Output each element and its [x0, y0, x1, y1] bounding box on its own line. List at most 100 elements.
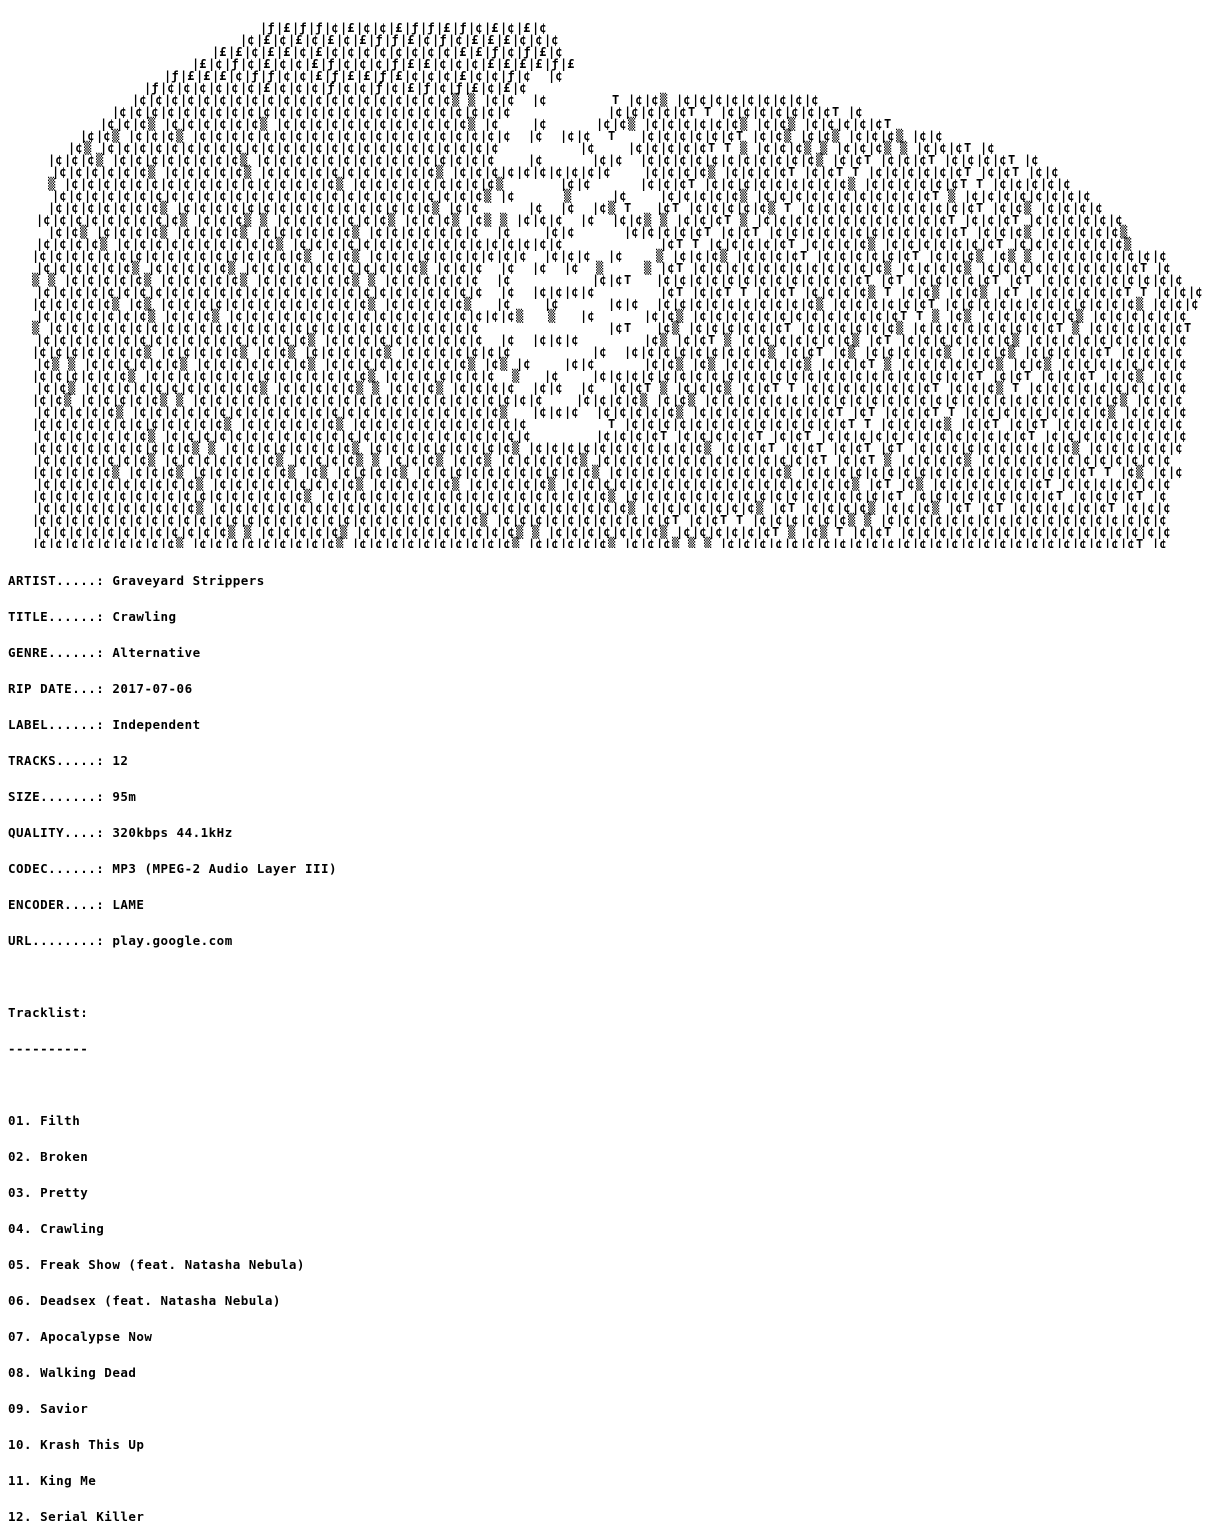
- ascii-glyph: |¢: [916, 525, 930, 539]
- ascii-glyph: |¢: [1028, 309, 1042, 323]
- ascii-glyph: |¢: [772, 477, 786, 491]
- ascii-glyph: |¢: [752, 105, 766, 119]
- ascii-glyph: ▒: [708, 164, 716, 179]
- ascii-glyph: |¢: [992, 537, 1006, 548]
- ascii-glyph: |¢: [768, 105, 782, 119]
- ascii-glyph: |¢: [484, 357, 498, 371]
- ascii-glyph: |¢: [368, 513, 382, 527]
- ascii-glyph: |¢: [916, 501, 930, 515]
- ascii-glyph: |¢: [308, 405, 322, 419]
- ascii-glyph: |¢: [948, 357, 962, 371]
- ascii-glyph: |¢: [304, 201, 318, 215]
- ascii-glyph: T: [740, 285, 747, 299]
- ascii-glyph: |¢: [864, 537, 878, 548]
- ascii-glyph: |¢: [452, 453, 466, 467]
- ascii-glyph: |¢: [436, 189, 450, 203]
- ascii-glyph: |¢: [368, 225, 382, 239]
- ascii-glyph: |¢: [388, 237, 402, 251]
- ascii-glyph: |¢: [432, 489, 446, 503]
- info-tracks-label: TRACKS.....:: [8, 753, 105, 768]
- ascii-glyph: |¢: [816, 105, 830, 119]
- ascii-glyph: |¢: [1056, 393, 1070, 407]
- ascii-glyph: |¢: [660, 237, 674, 251]
- ascii-glyph: |¢: [304, 33, 318, 47]
- ascii-glyph: |¢: [224, 321, 238, 335]
- ascii-glyph: |¢: [800, 129, 814, 143]
- ascii-glyph: |¢: [356, 501, 370, 515]
- ascii-glyph: |¢: [964, 189, 978, 203]
- ascii-glyph: |¢: [644, 141, 658, 155]
- ascii-glyph: |¢: [148, 285, 162, 299]
- ascii-glyph: |¢: [788, 309, 802, 323]
- ascii-glyph: |¢: [1140, 309, 1154, 323]
- ascii-glyph: |¢: [880, 297, 894, 311]
- ascii-glyph: ▒: [420, 260, 428, 275]
- ascii-glyph: |¢: [692, 165, 706, 179]
- ascii-glyph: |¢: [692, 261, 706, 275]
- ascii-glyph: |¢: [800, 105, 814, 119]
- ascii-glyph: |¢: [176, 153, 190, 167]
- ascii-glyph: |¢: [272, 153, 286, 167]
- info-title-value: Crawling: [112, 609, 177, 624]
- ascii-glyph: |¢: [676, 477, 690, 491]
- ascii-glyph: ▒: [964, 452, 972, 467]
- ascii-glyph: |¢: [912, 177, 926, 191]
- ascii-glyph: |¢: [244, 453, 258, 467]
- ascii-glyph: |¢: [528, 33, 542, 47]
- ascii-glyph: |¢: [932, 141, 946, 155]
- ascii-glyph: |¢: [276, 477, 290, 491]
- ascii-glyph: |¢: [1076, 453, 1090, 467]
- ascii-glyph: |£: [256, 81, 270, 95]
- ascii-glyph: |¢: [52, 381, 66, 395]
- ascii-glyph: |¢: [160, 441, 174, 455]
- ascii-glyph: |¢: [240, 393, 254, 407]
- ascii-glyph: |¢: [352, 57, 366, 71]
- ascii-glyph: |¢: [848, 393, 862, 407]
- ascii-glyph: |¢: [308, 429, 322, 443]
- ascii-glyph: |ƒ: [432, 33, 446, 47]
- ascii-glyph: |¢: [1040, 513, 1054, 527]
- ascii-glyph: |¢: [800, 321, 814, 335]
- ascii-glyph: |¢: [144, 201, 158, 215]
- ascii-glyph: T: [864, 153, 871, 167]
- ascii-glyph: |¢: [688, 489, 702, 503]
- ascii-glyph: ▒: [496, 176, 504, 191]
- nfo-text-block: ARTIST.....: Graveyard Strippers TITLE..…: [8, 551, 337, 1535]
- ascii-glyph: |¢: [340, 453, 354, 467]
- ascii-glyph: |¢: [432, 129, 446, 143]
- ascii-glyph: |£: [340, 69, 354, 83]
- ascii-glyph: |¢: [464, 129, 478, 143]
- ascii-glyph: |¢: [336, 489, 350, 503]
- ascii-glyph: ▒: [144, 344, 152, 359]
- ascii-glyph: T: [1040, 417, 1047, 431]
- ascii-glyph: |¢: [452, 333, 466, 347]
- ascii-glyph: |¢: [272, 441, 286, 455]
- ascii-glyph: |¢: [1120, 441, 1134, 455]
- ascii-glyph: |¢: [368, 177, 382, 191]
- ascii-glyph: |¢: [164, 333, 178, 347]
- ascii-glyph: |¢: [260, 357, 274, 371]
- ascii-glyph: |¢: [532, 333, 546, 347]
- ascii-glyph: |¢: [464, 321, 478, 335]
- ascii-glyph: |¢: [148, 189, 162, 203]
- ascii-glyph: |¢: [132, 501, 146, 515]
- ascii-glyph: |¢: [528, 513, 542, 527]
- ascii-glyph: |¢: [612, 117, 626, 131]
- ascii-glyph: |¢: [896, 345, 910, 359]
- ascii-glyph: |¢: [80, 129, 94, 143]
- ascii-glyph: |¢: [916, 165, 930, 179]
- ascii-glyph: ▒: [144, 272, 152, 287]
- ascii-glyph: |¢: [960, 513, 974, 527]
- ascii-glyph: |¢: [820, 333, 834, 347]
- ascii-glyph: |¢: [224, 393, 238, 407]
- ascii-glyph: |¢: [160, 417, 174, 431]
- ascii-glyph: |¢: [1056, 249, 1070, 263]
- ascii-glyph: |¢: [660, 117, 674, 131]
- ascii-glyph: |¢: [1044, 213, 1058, 227]
- ascii-glyph: ▒: [708, 356, 716, 371]
- ascii-glyph: |¢: [960, 441, 974, 455]
- ascii-glyph: |¢: [100, 189, 114, 203]
- ascii-glyph: ▒: [304, 488, 312, 503]
- ascii-glyph: |¢: [692, 429, 706, 443]
- ascii-glyph: |¢: [1040, 489, 1054, 503]
